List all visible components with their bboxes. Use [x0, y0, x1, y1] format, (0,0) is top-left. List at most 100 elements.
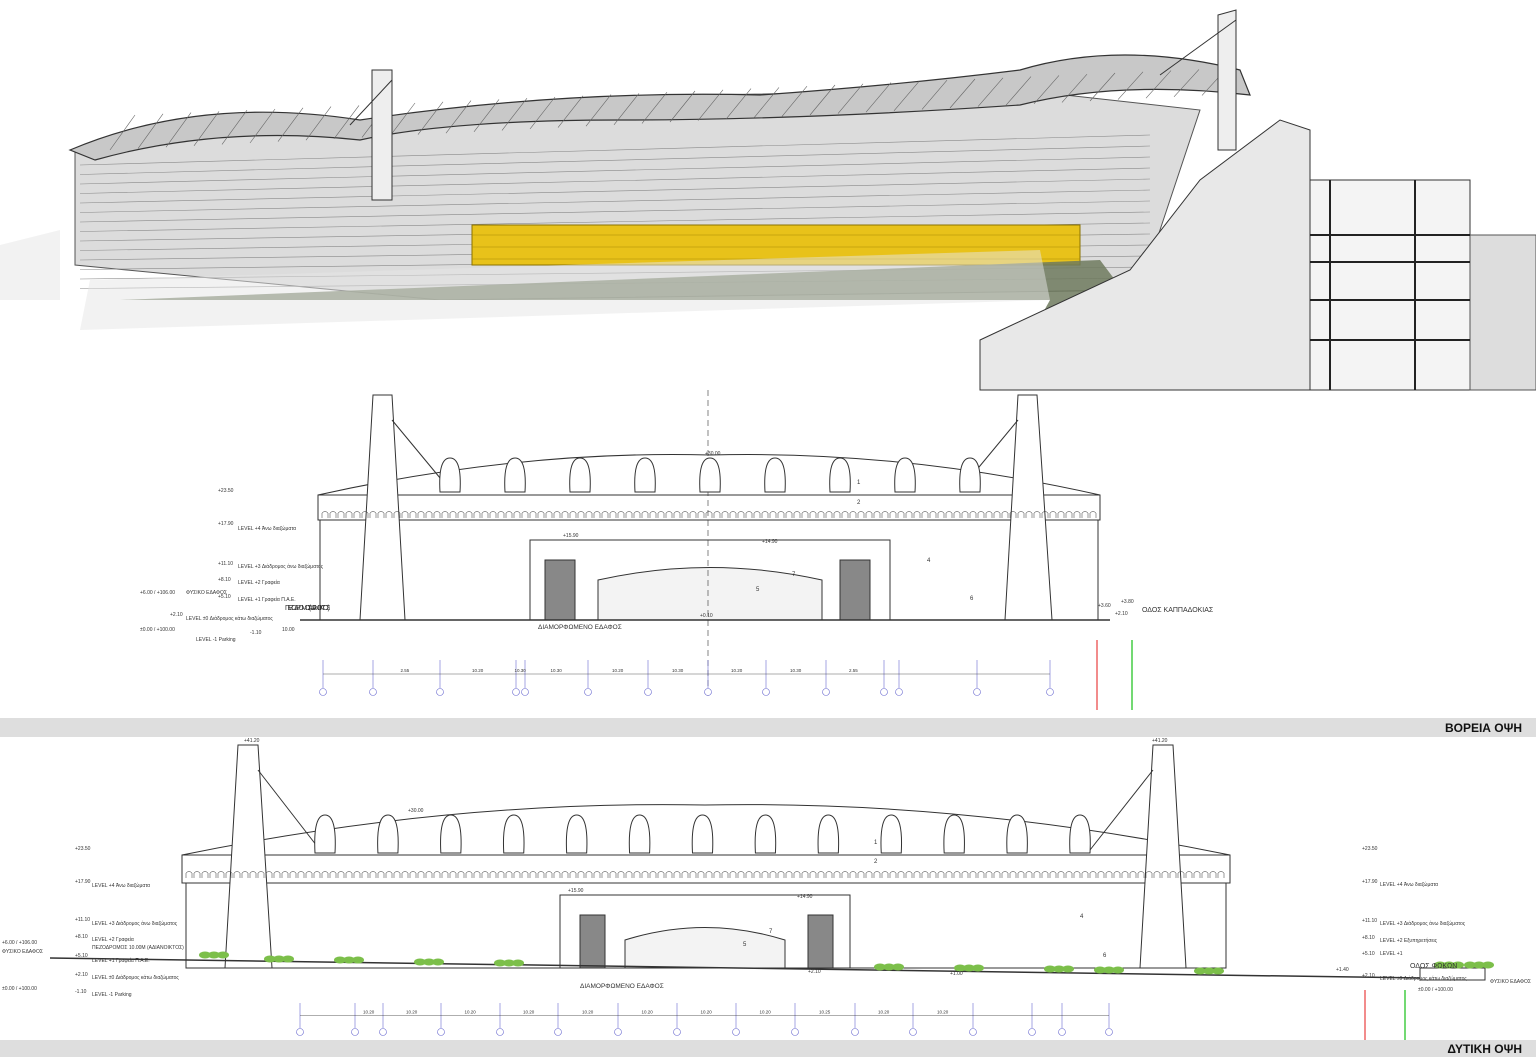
datum: +6.00 / +106.00 — [140, 590, 175, 596]
level-elev: +2.10 — [1362, 973, 1375, 979]
west-roof-outline — [181, 804, 1231, 856]
grid-dimension: 10.20 — [523, 1010, 535, 1015]
grid-bubble — [762, 688, 770, 696]
spot-elev: +1.40 — [1336, 967, 1349, 973]
west-ground-label: ΔΙΑΜΟΡΦΩΜΕΝΟ ΕΔΑΦΟΣ — [580, 983, 664, 990]
natural-ground-label: ΦΥΣΙΚΟ ΕΔΑΦΟΣ — [186, 590, 227, 596]
shrub — [199, 951, 211, 959]
north-pylon-left — [359, 394, 406, 621]
shrub — [1443, 961, 1455, 969]
level-label: LEVEL ±0 Διάδρομος κάτω διαζώματος — [1380, 975, 1467, 982]
level-label: LEVEL -1 Parking — [196, 637, 236, 643]
roof-dome — [699, 457, 721, 493]
grid-dimension: 10.20 — [731, 668, 743, 673]
grid-dimension: 2.55 — [849, 668, 858, 673]
roof-dome — [634, 457, 656, 493]
shrub — [1062, 965, 1074, 973]
grid-dimension: 10.20 — [701, 1010, 713, 1015]
grid-bubble — [437, 1028, 445, 1036]
grid-bubble — [1028, 1028, 1036, 1036]
roof-dome — [314, 814, 336, 854]
callout: 2 — [857, 500, 861, 506]
grid-dimension: 10.20 — [937, 1010, 949, 1015]
level-elev: +23.50 — [1362, 846, 1378, 852]
callout: 4 — [927, 558, 931, 564]
level-elev: +17.90 — [75, 879, 91, 885]
level-elev: +23.50 — [75, 846, 91, 852]
west-elevation-title-bar: ΔΥΤΙΚΗ ΟΨΗ — [0, 1040, 1536, 1057]
roof-dome — [565, 814, 588, 854]
right-elev: +3.80 — [1121, 599, 1134, 605]
west-pylon-right — [1139, 744, 1187, 969]
grid-bubble — [895, 688, 903, 696]
grid-bubble — [369, 688, 377, 696]
datum: +6.00 / +106.00 — [2, 940, 37, 946]
datum: ±0.00 / +100.00 — [1418, 987, 1453, 993]
level-label: LEVEL +1 Γραφεία Π.Α.Ε. — [92, 958, 150, 964]
grid-dimension: 10.30 — [551, 668, 563, 673]
roof-elev: +30.00 — [408, 808, 424, 814]
west-elevation-title: ΔΥΤΙΚΗ ΟΨΗ — [1447, 1042, 1522, 1056]
north-elevation — [300, 390, 1133, 710]
roof-dome — [959, 457, 981, 493]
grid-dimension: 10.20 — [406, 1010, 418, 1015]
callout: 4 — [1080, 914, 1084, 920]
callout: 1 — [874, 840, 878, 846]
roof-dome — [829, 457, 851, 493]
grid-dimension: 10.20 — [465, 1010, 477, 1015]
level-elev: -1.10 — [75, 989, 87, 995]
grid-bubble — [822, 688, 830, 696]
north-pylon-right — [1004, 394, 1053, 621]
roof-elev: +30.00 — [705, 451, 721, 457]
grid-bubble — [554, 1028, 562, 1036]
shrub — [512, 959, 524, 967]
walk-dim: 10.00 — [282, 627, 295, 633]
shrub — [1094, 966, 1106, 974]
shrub — [892, 963, 904, 971]
level-label: LEVEL +1 — [1380, 951, 1403, 957]
shrub — [1464, 961, 1476, 969]
shrub — [503, 959, 515, 967]
north-elevation-title: ΒΟΡΕΙΑ ΟΨΗ — [1444, 721, 1522, 735]
level-elev: +17.90 — [1362, 879, 1378, 885]
level-elev: +23.50 — [218, 488, 234, 494]
west-level-labels-right: +23.50 +17.90 LEVEL +4 Άνω διαζώματα +11… — [244, 738, 1531, 993]
callout: 1 — [857, 480, 861, 486]
grid-dimension: 10.20 — [878, 1010, 890, 1015]
shrub — [1044, 965, 1056, 973]
center-elev: +0.10 — [700, 613, 713, 619]
roof-dome — [1006, 814, 1028, 854]
shrub — [1053, 965, 1065, 973]
level-label: LEVEL +4 Άνω διαζώματα — [1380, 881, 1438, 888]
north-ground-label: ΔΙΑΜΟΡΦΩΜΕΝΟ ΕΔΑΦΟΣ — [538, 624, 622, 631]
roof-dome — [502, 814, 525, 854]
block-elev: +15.90 — [568, 888, 584, 894]
north-street-right: ΟΔΟΣ ΚΑΠΠΑΔΟΚΙΑΣ — [1142, 607, 1214, 614]
grid-dimension: 10.20 — [612, 668, 624, 673]
level-elev: +2.10 — [170, 612, 183, 618]
north-level-labels: +23.50 +17.90 LEVEL +4 Άνω διαζώματα +11… — [140, 451, 1134, 643]
level-label: LEVEL +1 Γραφεία Π.Α.Ε. — [238, 597, 296, 603]
pylon-left — [371, 69, 393, 201]
roof-dome — [764, 457, 786, 493]
grid-dimension: 10.20 — [363, 1010, 375, 1015]
shrub — [432, 958, 444, 966]
level-elev: +8.10 — [75, 934, 88, 940]
datum: ±0.00 / +100.00 — [140, 627, 175, 633]
callout: 5 — [743, 942, 747, 948]
grid-bubble — [791, 1028, 799, 1036]
level-elev: +11.10 — [75, 917, 90, 923]
level-label: LEVEL -1 Parking — [92, 992, 132, 998]
spot-elev: +1.00 — [950, 971, 963, 977]
grid-bubble — [614, 1028, 622, 1036]
west-callouts: 1 2 4 5 6 7 — [743, 840, 1107, 959]
shrub — [1103, 966, 1115, 974]
grid-bubble — [512, 688, 520, 696]
grid-bubble — [296, 1028, 304, 1036]
grid-dimension: 10.30 — [515, 668, 527, 673]
shrub — [423, 958, 435, 966]
roof-dome — [754, 814, 777, 854]
west-elevation — [49, 744, 1494, 1040]
